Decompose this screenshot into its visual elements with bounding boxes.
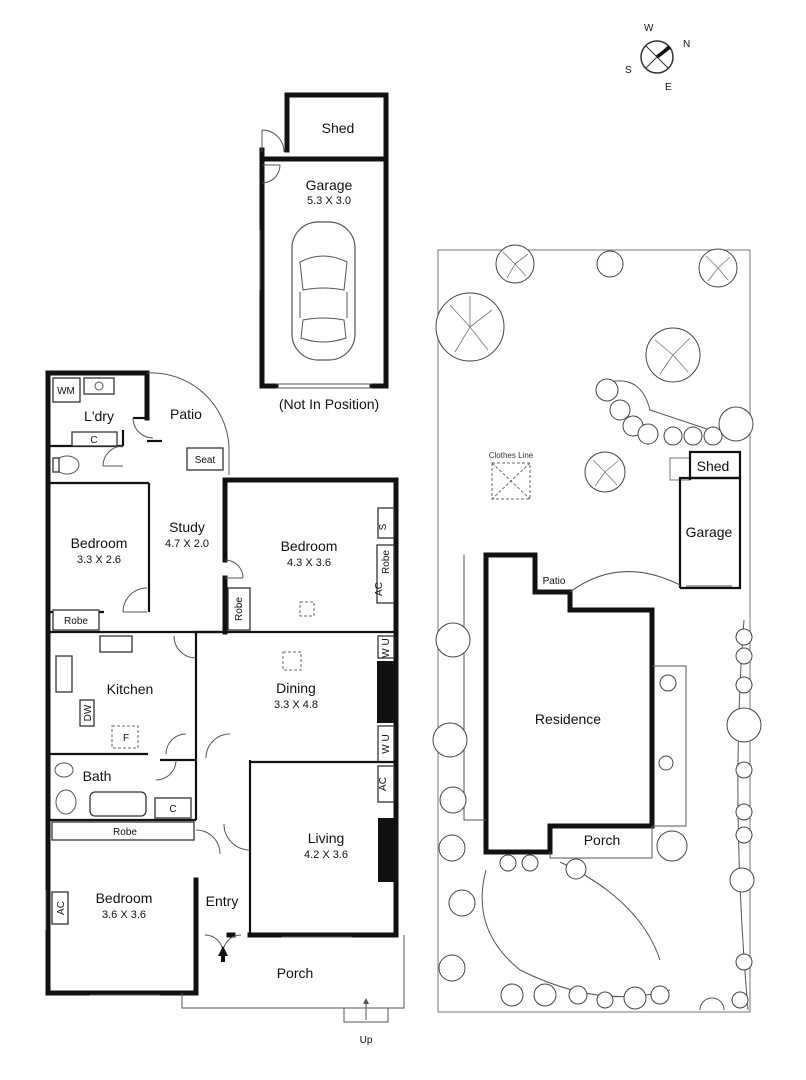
ac-bedroom3	[51, 891, 69, 925]
robe-bedroom1	[52, 609, 100, 631]
bedroom1-label: Bedroom	[71, 535, 128, 551]
washing-machine	[52, 377, 81, 403]
robe-bedroom2-label: Robe	[234, 597, 245, 621]
bedroom3-dimension: 3.6 X 3.6	[102, 909, 146, 921]
robe-bedroom1-label: Robe	[64, 616, 88, 627]
compass-w: W	[644, 23, 654, 34]
s-cupboard	[377, 507, 395, 539]
site-patio-label: Patio	[543, 576, 566, 587]
site-garage-label: Garage	[686, 524, 733, 540]
car-icon	[291, 221, 356, 361]
house-plan: WM L'dry C Patio Seat Bedroom 3.3 X 2.6 …	[45, 370, 405, 1046]
bedroom1-dimension: 3.3 X 2.6	[77, 554, 121, 566]
tree-cluster	[432, 244, 762, 1010]
compass: W N S E	[625, 23, 690, 93]
bath-toilet-icon	[55, 789, 77, 815]
kitchen-label: Kitchen	[107, 681, 154, 697]
porch-label: Porch	[277, 965, 314, 981]
patio-label: Patio	[170, 406, 202, 422]
garage-dimension: 5.3 X 3.0	[307, 195, 351, 207]
residence-label: Residence	[535, 711, 601, 727]
bedroom2-label: Bedroom	[281, 538, 338, 554]
basin-icon	[54, 762, 74, 778]
laundry-label: L'dry	[84, 408, 114, 424]
shed-label: Shed	[322, 120, 355, 136]
wm-label: WM	[57, 386, 75, 397]
ac-bedroom2-label: AC	[374, 582, 385, 596]
garage-unit: Shed Garage 5.3 X 3.0 (Not In Position)	[259, 92, 389, 412]
robe-bedroom2-east-label: Robe	[381, 550, 392, 574]
fridge	[111, 725, 139, 749]
ac-living	[377, 765, 395, 803]
wu-dining-north	[377, 635, 395, 659]
not-in-position-note: (Not In Position)	[279, 396, 379, 412]
compass-e: E	[665, 82, 672, 93]
compass-n: N	[683, 39, 690, 50]
seat	[186, 447, 224, 471]
dining-dimension: 3.3 X 4.8	[274, 699, 318, 711]
dishwasher	[79, 699, 95, 727]
seat-label: Seat	[195, 455, 216, 466]
living-dimension: 4.2 X 3.6	[304, 849, 348, 861]
living-label: Living	[308, 830, 345, 846]
entry-label: Entry	[206, 893, 239, 909]
laundry-tub	[83, 377, 115, 395]
study-dimension: 4.7 X 2.0	[165, 538, 209, 550]
study-label: Study	[169, 519, 205, 535]
bath-label: Bath	[83, 768, 112, 784]
bathtub	[89, 791, 147, 817]
up-label: Up	[360, 1035, 373, 1046]
bedroom2-dimension: 4.3 X 3.6	[287, 557, 331, 569]
wu-north-label: W U	[381, 638, 392, 657]
site-plan: Clothes Line Shed Garage Patio Residence…	[432, 244, 762, 1013]
kitchen-sink	[55, 655, 73, 693]
clothes-line-label: Clothes Line	[489, 451, 534, 460]
bath-c-label: C	[169, 804, 176, 815]
robe-bedroom2	[227, 587, 251, 631]
cooktop	[99, 635, 133, 653]
dining-label: Dining	[276, 680, 316, 696]
entry-arrow-icon	[218, 946, 228, 962]
ac-bedroom3-label: AC	[56, 901, 67, 915]
fridge-label: F	[123, 733, 129, 744]
site-shed-label: Shed	[697, 458, 730, 474]
garage-label: Garage	[306, 177, 353, 193]
laundry-c-label: C	[90, 435, 97, 446]
s-label: S	[378, 523, 389, 530]
compass-s: S	[625, 65, 632, 76]
robe-bedroom3-label: Robe	[113, 827, 137, 838]
clothes-line	[491, 462, 531, 500]
bedroom3-label: Bedroom	[96, 890, 153, 906]
robe-bedroom3	[51, 821, 195, 841]
bath-cupboard	[154, 797, 192, 819]
ac-living-label: AC	[378, 777, 389, 791]
wu-south-label: W U	[381, 734, 392, 753]
site-porch-label: Porch	[584, 832, 621, 848]
robe-bedroom2-east	[376, 544, 395, 604]
laundry-cupboard	[71, 431, 118, 447]
dw-label: DW	[83, 704, 94, 721]
